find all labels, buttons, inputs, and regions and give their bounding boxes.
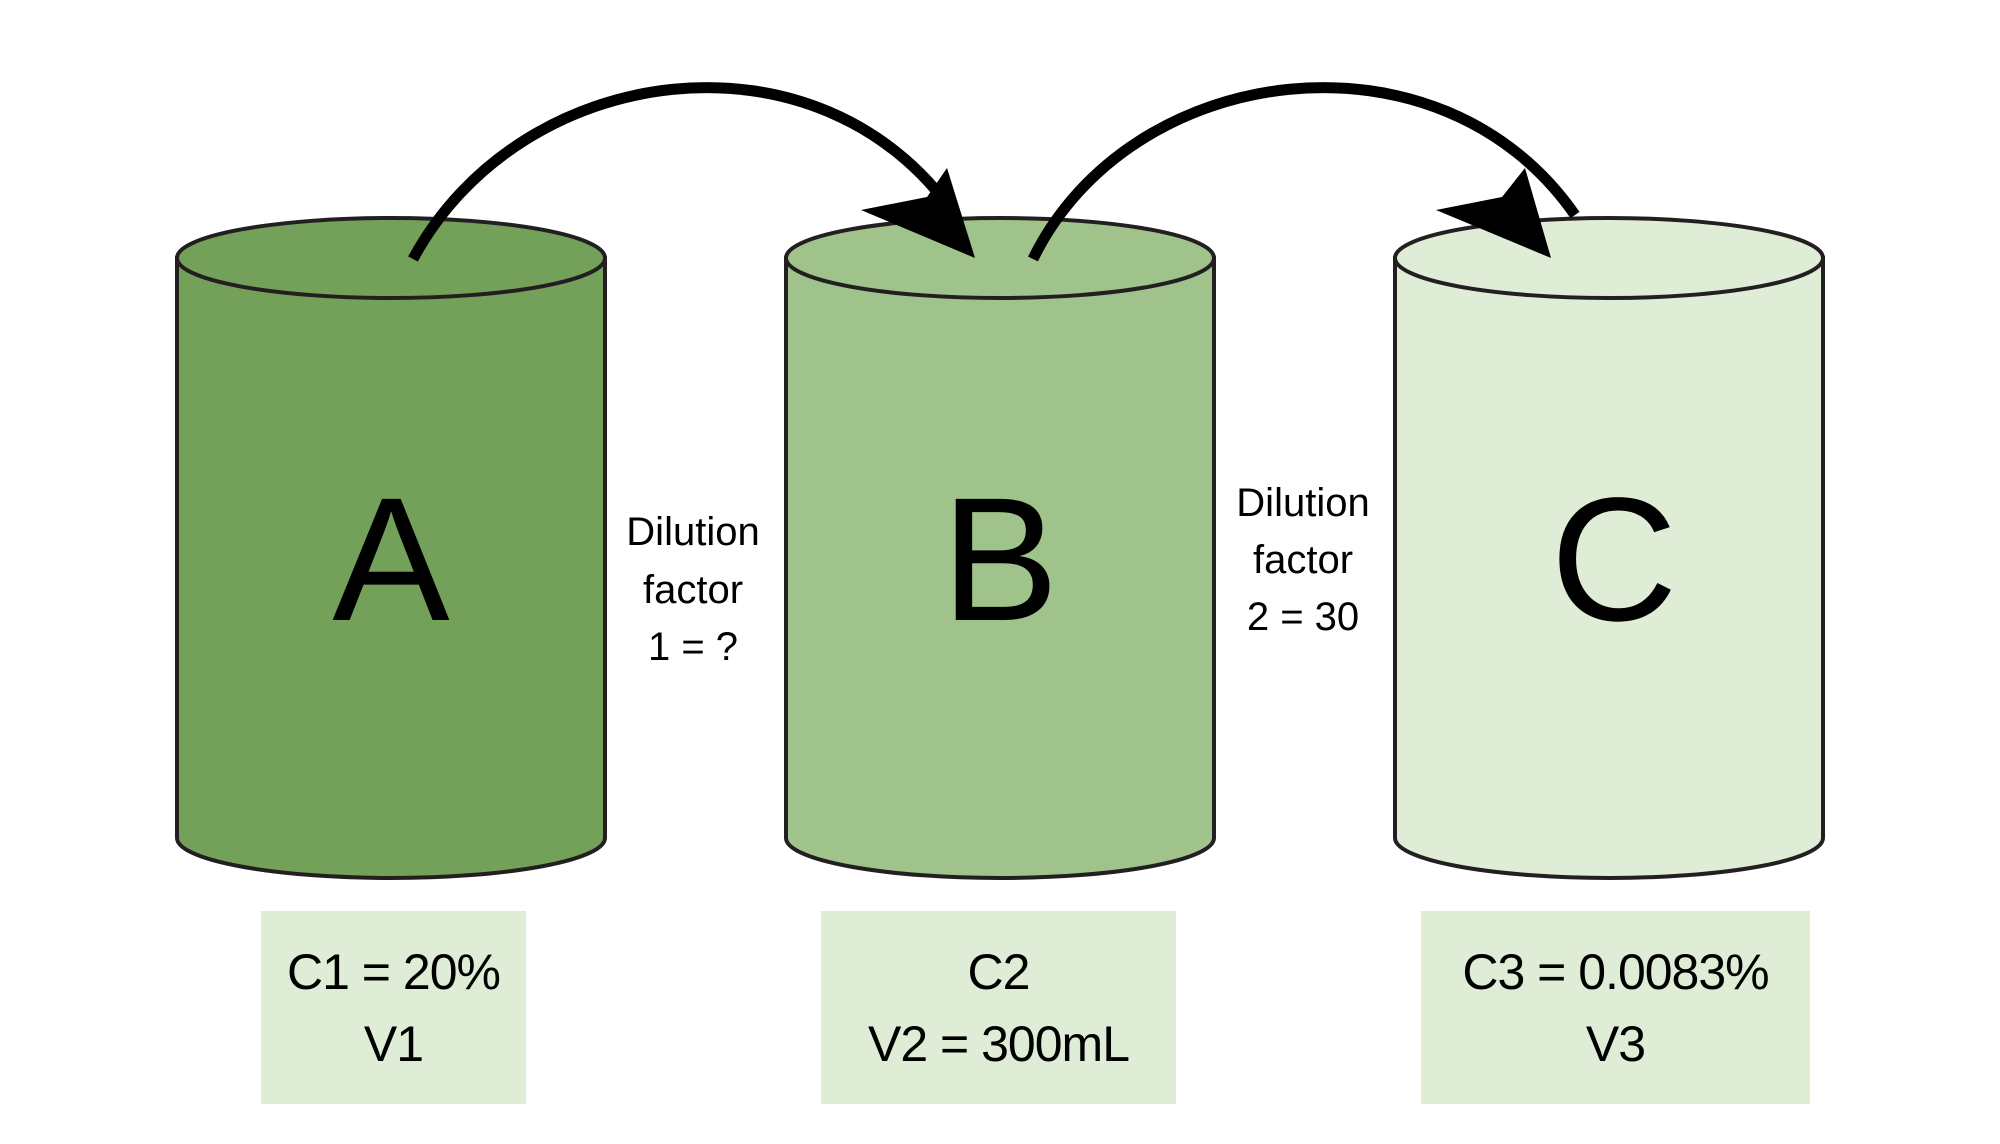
dilution-factor-2-line1: Dilution — [1236, 481, 1369, 525]
container-c-letter: C — [1550, 462, 1677, 658]
label-box-c: C3 = 0.0083% V3 — [1421, 911, 1810, 1104]
container-b-body — [784, 256, 1216, 880]
transfer-arrow-b-to-c — [1028, 82, 1580, 262]
dilution-factor-1: Dilution factor 1 = ? — [626, 510, 759, 669]
label-a-concentration: C1 = 20% — [287, 943, 501, 1000]
dilution-factor-2-line2: factor — [1253, 538, 1353, 582]
dilution-factor-1-line1: Dilution — [626, 510, 759, 554]
arrow-curve — [1028, 82, 1580, 262]
arrowhead-icon — [1436, 168, 1551, 258]
container-b-top — [784, 216, 1216, 300]
container-b: B — [784, 216, 1216, 880]
container-a-body — [175, 256, 607, 880]
dilution-factor-2-value: 2 = 30 — [1247, 595, 1359, 639]
label-box-b: C2 V2 = 300mL — [821, 911, 1176, 1104]
label-c-concentration: C3 = 0.0083% — [1462, 943, 1769, 1000]
container-a: A — [175, 216, 607, 880]
container-c: C — [1393, 216, 1825, 880]
arrow-curve — [408, 82, 960, 262]
container-c-body — [1393, 256, 1825, 880]
transfer-arrow-a-to-b — [408, 82, 975, 262]
container-b-letter: B — [941, 462, 1058, 658]
dilution-factor-2: Dilution factor 2 = 30 — [1236, 481, 1369, 639]
container-a-top — [175, 216, 607, 300]
label-b-volume: V2 = 300mL — [867, 1015, 1130, 1072]
container-c-top — [1393, 216, 1825, 300]
label-a-volume: V1 — [363, 1015, 424, 1072]
label-c-volume: V3 — [1585, 1015, 1646, 1072]
label-b-concentration: C2 — [967, 943, 1031, 1000]
label-box-a: C1 = 20% V1 — [261, 911, 526, 1104]
container-a-letter: A — [332, 462, 450, 658]
dilution-factor-1-value: 1 = ? — [648, 625, 738, 669]
arrowhead-icon — [861, 168, 975, 258]
dilution-factor-1-line2: factor — [643, 568, 743, 612]
